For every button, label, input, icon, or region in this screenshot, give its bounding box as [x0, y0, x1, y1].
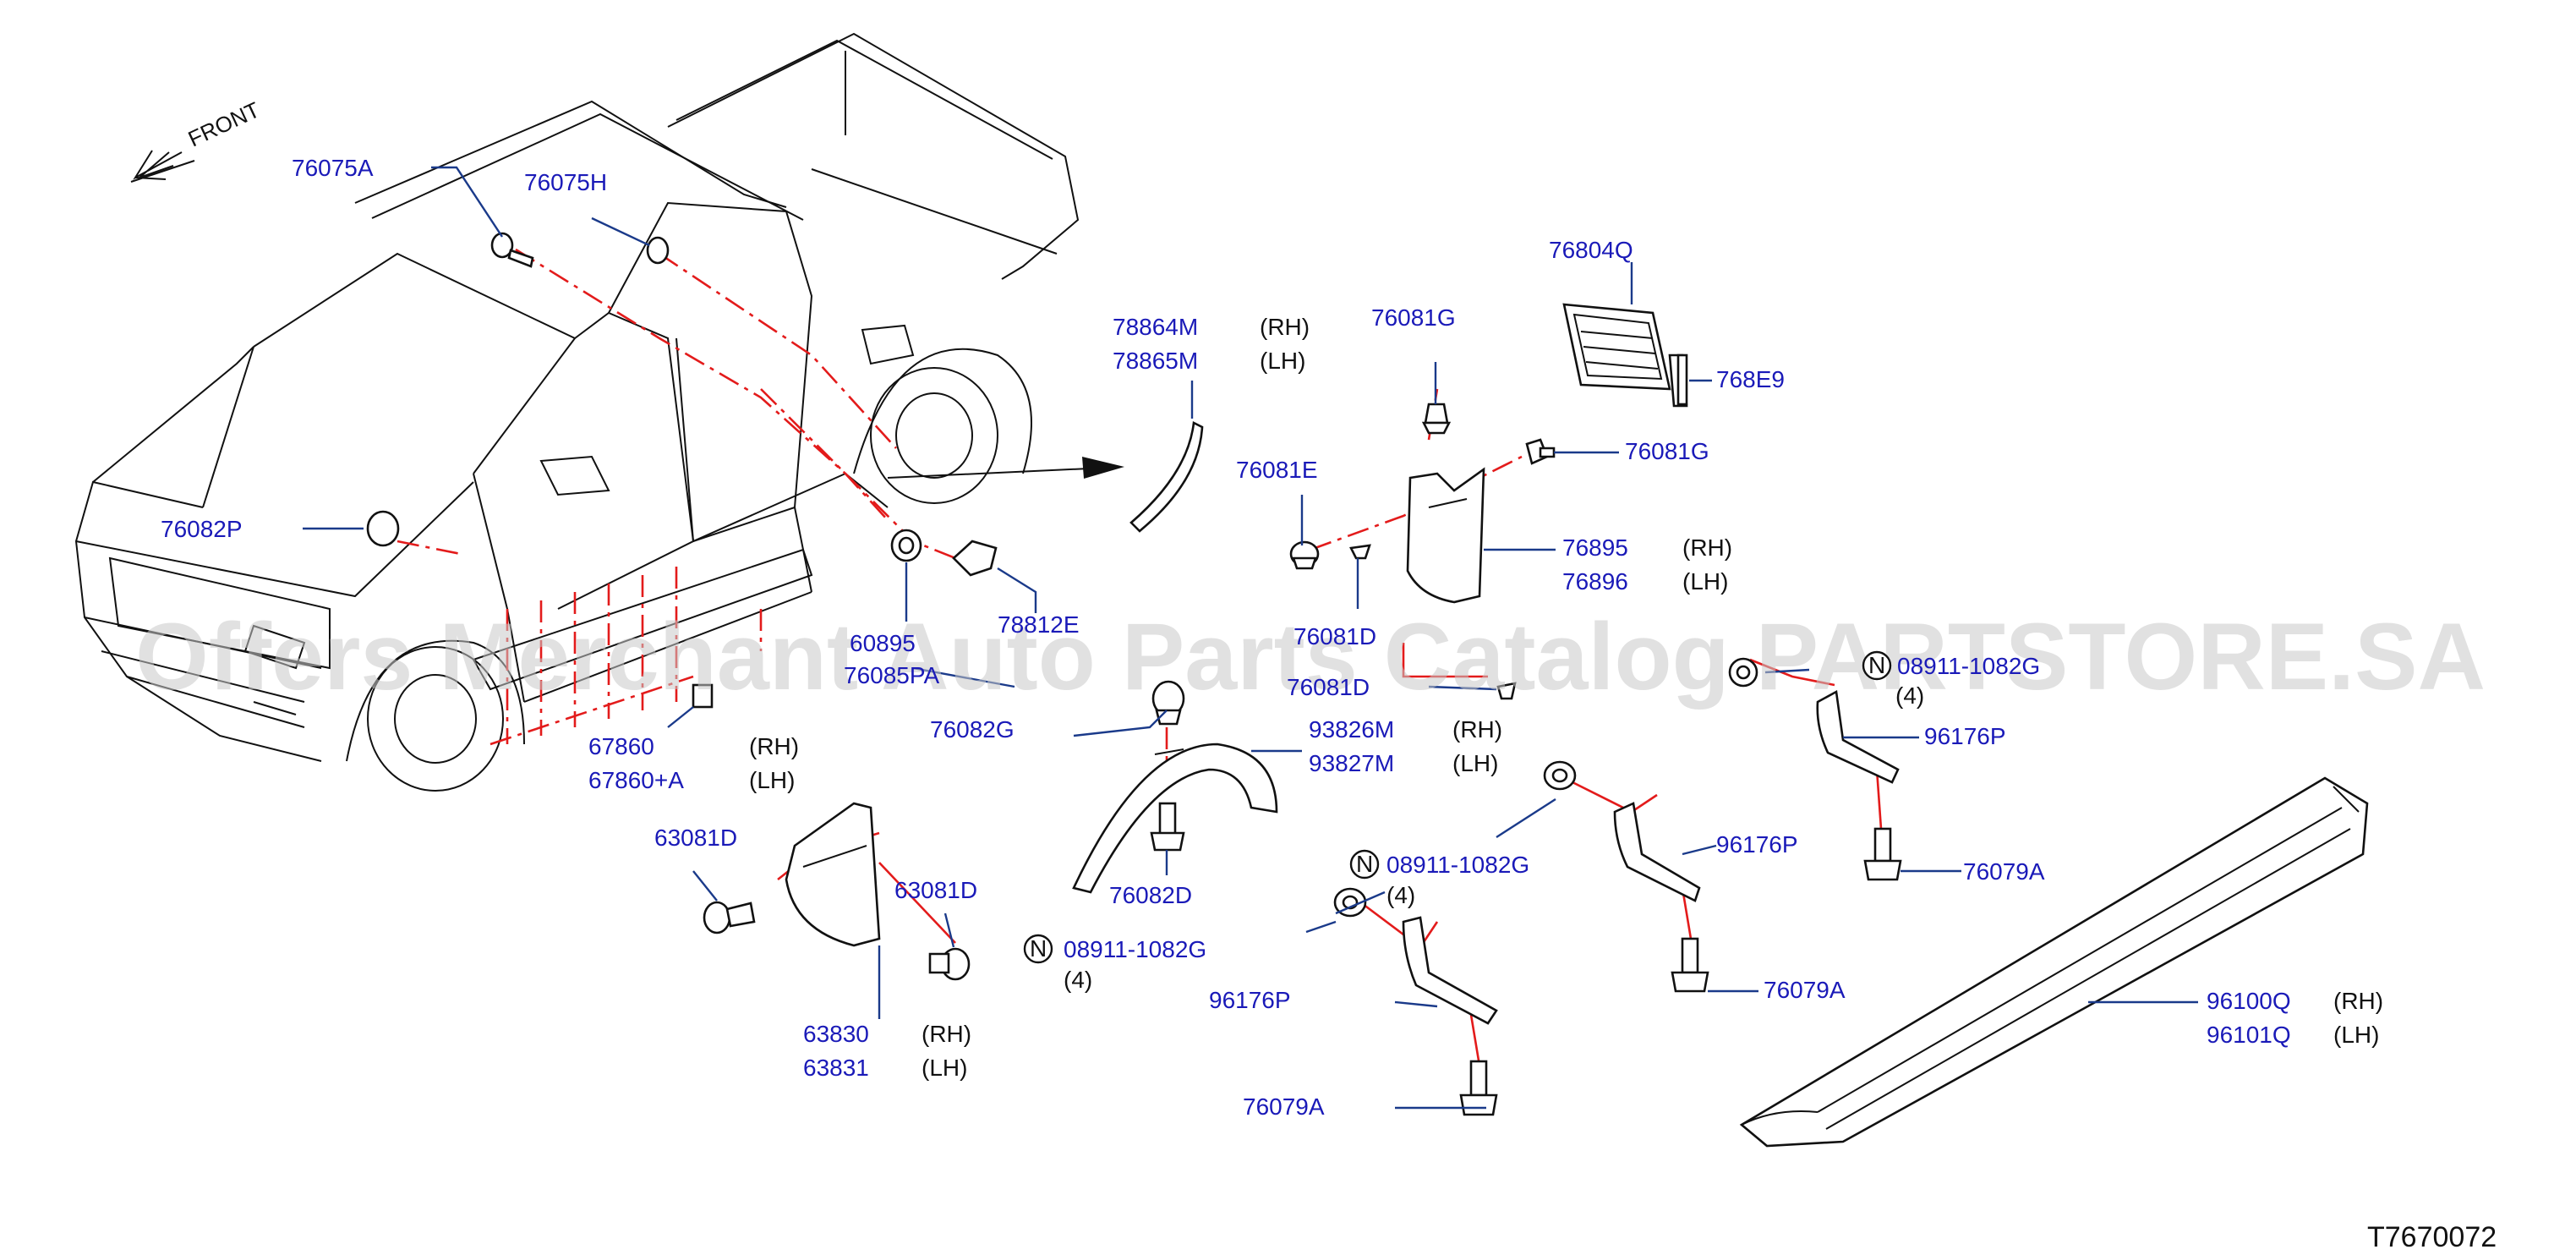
part-label: 96176P: [1716, 831, 1798, 858]
clip-76075a: [490, 232, 534, 268]
running-board-96100q: [1739, 776, 2369, 1148]
part-label: 63831: [803, 1055, 869, 1081]
part-side: (RH): [1682, 534, 1732, 561]
part-label: 76082D: [1109, 882, 1192, 908]
part-label: 76079A: [1243, 1093, 1325, 1120]
front-arrow-icon: [133, 150, 183, 180]
clip-76081d-low: [1496, 682, 1517, 700]
part-label: 60895: [850, 630, 916, 656]
label-67860: [692, 683, 714, 709]
part-side: (RH): [1452, 716, 1502, 743]
mudflap-63830: [785, 802, 881, 947]
part-side: (RH): [922, 1021, 971, 1047]
molding-78864m: [1129, 421, 1204, 533]
part-label: 78865M: [1113, 348, 1198, 374]
part-label: 76079A: [1764, 977, 1846, 1003]
part-label: 08911-1082G: [1386, 852, 1529, 878]
nut-08911-middle: [1543, 760, 1577, 791]
part-label: 76081E: [1236, 457, 1318, 483]
part-qty: (4): [1386, 882, 1415, 908]
part-labels: 76075A 76075H 76082P 78864M (RH) 78865M …: [161, 155, 2383, 1120]
bolt-63081d-left: [703, 901, 756, 934]
seal-768e9: [1676, 353, 1688, 406]
grommet-76075h: [646, 236, 670, 265]
standard-part-icon: [1349, 849, 1380, 880]
part-side: (RH): [749, 733, 799, 759]
front-label: FRONT: [184, 96, 264, 151]
nut-08911-top: [1728, 657, 1758, 688]
part-label: 93827M: [1309, 750, 1394, 776]
bolt-76079a-top: [1863, 827, 1902, 881]
part-side: (LH): [1452, 750, 1498, 776]
clip-76081e: [1289, 540, 1320, 570]
standard-part-icon: [1023, 934, 1053, 964]
part-label: 76082P: [161, 516, 243, 542]
part-qty: (4): [1895, 682, 1924, 709]
part-label: 76081G: [1371, 304, 1456, 331]
clip-76081g-top: [1421, 403, 1452, 435]
bracket-96176p-top: [1816, 689, 1900, 784]
part-label: 08911-1082G: [1064, 936, 1206, 962]
mudflap-76895: [1406, 467, 1485, 604]
part-label: 76081G: [1625, 438, 1709, 464]
part-label: 96100Q: [2207, 988, 2291, 1014]
truck-illustration: [74, 32, 1080, 792]
part-label: 08911-1082G: [1897, 653, 2040, 679]
part-label: 96176P: [1924, 723, 2006, 749]
part-label: 76804Q: [1549, 237, 1633, 263]
bolt-76082d: [1150, 802, 1185, 852]
part-label: 76082G: [930, 716, 1015, 743]
part-label: 76079A: [1963, 858, 2045, 885]
part-side: (LH): [1260, 348, 1305, 374]
part-qty: (4): [1064, 967, 1092, 993]
part-label: 76075A: [292, 155, 374, 181]
part-label: 76081D: [1287, 674, 1370, 700]
part-label: 76081D: [1293, 623, 1376, 649]
watermark: Offers Merchant Auto Parts Catalog PARTS…: [135, 604, 2486, 710]
part-label: 67860: [588, 733, 654, 759]
grommet-76082p: [366, 510, 400, 547]
part-side: (LH): [1682, 568, 1728, 595]
part-label: 67860+A: [588, 767, 684, 793]
standard-part-mark: N: [1868, 652, 1885, 678]
part-label: 93826M: [1309, 716, 1394, 743]
part-side: (LH): [2333, 1022, 2379, 1048]
part-label: 78864M: [1113, 314, 1198, 340]
vent-76804q: [1562, 303, 1688, 408]
part-label: 63830: [803, 1021, 869, 1047]
bracket-78812e: [952, 540, 998, 577]
leader-arrow: [887, 467, 1108, 479]
part-side: (LH): [922, 1055, 967, 1081]
bolt-76079a-bottom: [1459, 1060, 1498, 1116]
part-label: 76895: [1562, 534, 1628, 561]
bolt-76079a-middle: [1671, 937, 1709, 993]
part-label: 76085PA: [844, 662, 939, 688]
part-label: 76075H: [524, 169, 607, 195]
diagram-reference-code: T7670072: [2367, 1221, 2497, 1253]
leader-lines: [303, 166, 2198, 1110]
part-label: 76896: [1562, 568, 1628, 595]
part-side: (RH): [1260, 314, 1310, 340]
standard-part-mark: N: [1030, 935, 1047, 962]
clip-76081d-mid: [1349, 544, 1371, 560]
part-side: (LH): [749, 767, 795, 793]
part-label: 78812E: [998, 611, 1080, 638]
bolt-63081d-right: [928, 947, 971, 981]
part-side: (RH): [2333, 988, 2383, 1014]
bracket-96176p-bottom: [1402, 916, 1498, 1025]
part-label: 96101Q: [2207, 1022, 2291, 1048]
part-label: 768E9: [1716, 366, 1785, 392]
part-label: 96176P: [1209, 987, 1291, 1013]
fender-93826m: [1072, 743, 1278, 894]
standard-part-icon: [1862, 650, 1892, 681]
part-label: 63081D: [894, 877, 977, 903]
standard-part-mark: N: [1356, 851, 1373, 877]
part-label: 63081D: [654, 825, 737, 851]
clip-76081g-right: [1525, 438, 1556, 465]
front-direction-indicator: FRONT: [130, 96, 264, 183]
bracket-96176p-middle: [1613, 802, 1701, 902]
